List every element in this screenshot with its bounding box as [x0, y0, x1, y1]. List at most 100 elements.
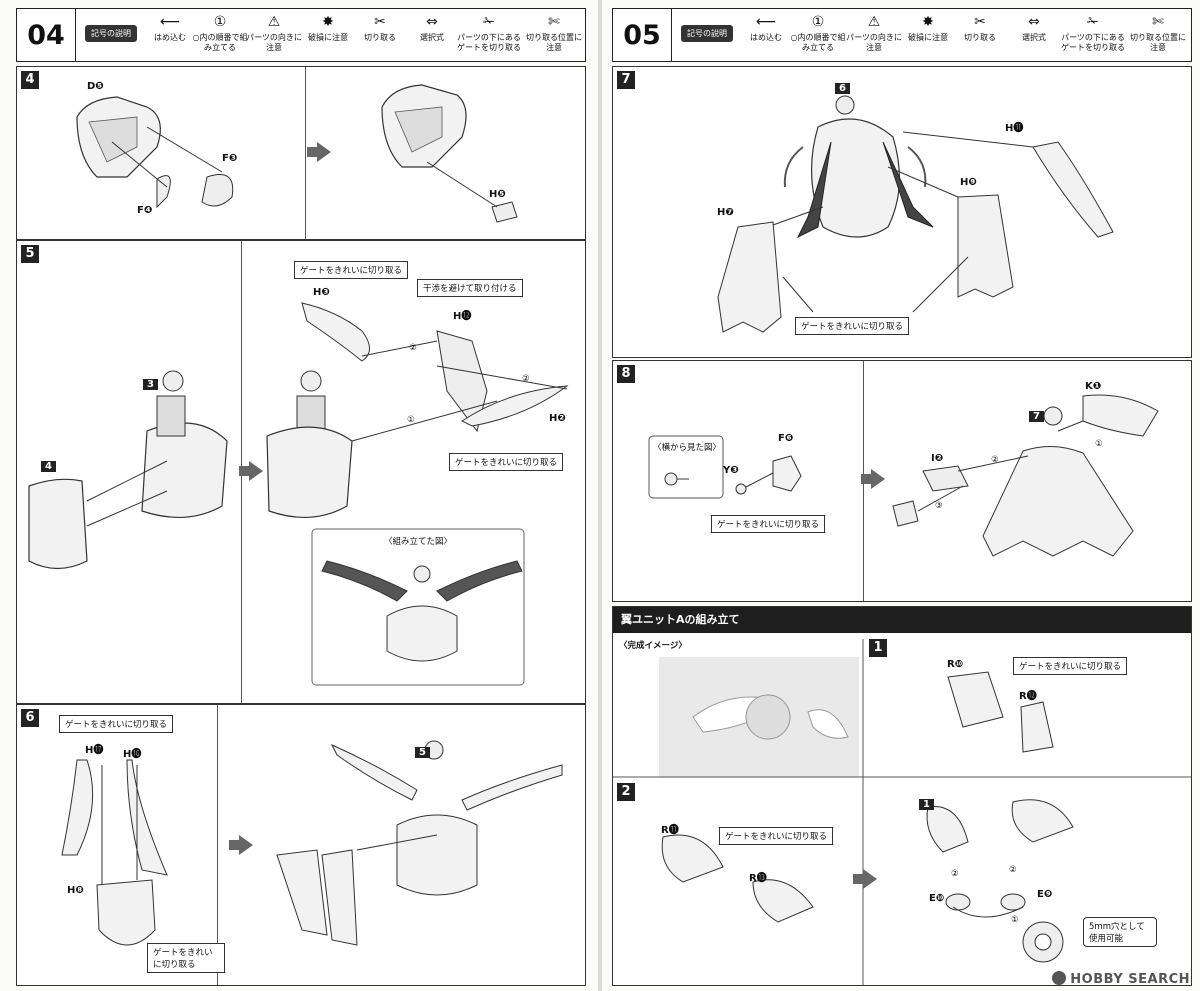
step-6-drawing: [61, 740, 563, 946]
part-label-e9: E❾: [1037, 889, 1053, 900]
gate-callout: ゲートをきれいに切り取る: [449, 453, 564, 471]
panel-divider: [305, 67, 306, 239]
next-arrow: [229, 835, 253, 855]
circled-one-icon: ①: [213, 14, 227, 30]
gate-callout: ゲートをきれいに切り取る: [719, 827, 834, 845]
legend-item: ⟵はめ込む: [154, 14, 186, 42]
page-number: 04: [17, 9, 76, 61]
order-2a: ②: [951, 869, 959, 879]
step-number: 4: [21, 71, 39, 89]
legend-item: ✸破損に注意: [308, 14, 348, 42]
next-arrow: [239, 461, 263, 481]
part-label-r12: R⓬: [1019, 691, 1037, 702]
part-label-d5: D❺: [87, 81, 104, 92]
legend-item: ✁パーツの下にあるゲートを切り取る: [1061, 14, 1125, 52]
part-label-r13: R⓭: [749, 873, 767, 884]
order-1: ①: [1095, 439, 1103, 449]
gate-callout: ゲートをきれいに切り取る: [795, 317, 910, 335]
gate-cut-icon: ✁: [1087, 14, 1099, 30]
watermark: HOBBY SEARCH: [1052, 971, 1190, 987]
interference-callout: 干渉を避けて取り付ける: [417, 279, 523, 297]
double-arrow-icon: ⇔: [1028, 14, 1040, 30]
legend-item: ✁パーツの下にあるゲートを切り取る: [457, 14, 521, 52]
legend-item: ①○内の順番で組み立てる: [192, 14, 248, 52]
order-2b: ②: [522, 374, 530, 384]
wing-unit-section: 翼ユニットAの組み立て 〈完成イメージ〉 1 R❿ ゲートをきれいに切り取る: [612, 606, 1192, 986]
section-title: 翼ユニットAの組み立て: [613, 607, 1191, 633]
step-7-drawing: [717, 95, 1114, 333]
step-8-drawing: [648, 394, 1159, 557]
part-label-y3: Y❸: [723, 465, 739, 476]
gate-cut-icon: ✁: [483, 14, 495, 30]
cut-position-icon: ✄: [548, 14, 560, 30]
legend-item: ⇔選択式: [403, 13, 461, 43]
assembled-view-title: 〈組み立てた図〉: [384, 537, 453, 547]
part-label-f6: F❻: [778, 433, 794, 444]
part-label-h2: H❷: [549, 413, 566, 424]
step-number: 6: [21, 709, 39, 727]
cut-position-icon: ✄: [1152, 14, 1164, 30]
completed-image-title: 〈完成イメージ〉: [619, 641, 687, 651]
side-view-title: 〈横から見た図〉: [653, 443, 722, 453]
left-page: 04 記号の説明 ⟵はめ込む ①○内の順番で組み立てる ⚠パーツの向きに注意 ✸…: [0, 0, 598, 991]
step-5-panel: 5 3 4 ゲートをきれいに切り取る H❸ 干渉を: [16, 240, 586, 704]
step-2-number: 2: [617, 783, 635, 801]
part-label-h12: H⓬: [453, 311, 472, 322]
next-arrow: [853, 869, 877, 889]
arrow-left-icon: ⟵: [159, 14, 181, 30]
legend-item: ⚠パーツの向きに注意: [846, 14, 902, 52]
circled-one-icon: ①: [811, 14, 825, 30]
right-page: 05 記号の説明 ⟵はめ込む ①○内の順番で組み立てる ⚠パーツの向きに注意 ✸…: [602, 0, 1200, 991]
legend-item: ✂切り取る: [964, 14, 996, 42]
legend-item: ⟵はめ込む: [750, 14, 782, 42]
hole-note-callout: 5mm穴として使用可能: [1083, 917, 1157, 947]
gate-callout: ゲートをきれいに切り取る: [1013, 657, 1128, 675]
order-1: ①: [407, 415, 415, 425]
legend-item: ✸破損に注意: [908, 14, 948, 42]
step-number: 5: [21, 245, 39, 263]
subassembly-ref-3: 3: [143, 379, 158, 390]
exclamation-icon: ⚠: [867, 14, 881, 30]
legend-title: 記号の説明: [681, 25, 733, 42]
part-label-h7: H❼: [717, 207, 734, 218]
subassembly-ref-5: 5: [415, 747, 430, 758]
part-label-e10: E❿: [929, 893, 945, 904]
gate-callout: ゲートをきれいに切り取る: [294, 261, 409, 279]
legend-item: ✂切り取る: [364, 14, 396, 42]
left-header: 04 記号の説明 ⟵はめ込む ①○内の順番で組み立てる ⚠パーツの向きに注意 ✸…: [16, 8, 586, 62]
order-3: ③: [935, 501, 943, 511]
legend-item: ⇔選択式: [1005, 13, 1063, 43]
part-label-h16: H⓰: [123, 749, 142, 760]
legend-item: ✄切り取る位置に注意: [526, 14, 582, 52]
part-label-h5: H❺: [489, 189, 506, 200]
subassembly-ref-6: 6: [835, 83, 850, 94]
gate-callout: ゲートをきれいに切り取る: [147, 943, 225, 973]
subassembly-ref-7: 7: [1029, 411, 1044, 422]
part-label-f3: F❸: [222, 153, 238, 164]
legend-title: 記号の説明: [85, 25, 137, 42]
part-label-h11: H⓫: [1005, 123, 1024, 134]
order-2a: ②: [409, 343, 417, 353]
part-label-h3: H❸: [313, 287, 330, 298]
panel-divider: [217, 705, 218, 985]
subassembly-ref-4: 4: [41, 461, 56, 472]
order-1: ①: [1011, 915, 1019, 925]
part-label-r11: R⓫: [661, 825, 679, 836]
gate-callout: ゲートをきれいに切り取る: [59, 715, 174, 733]
step-4-panel: 4 D❺ F❸ F❹ H❺: [16, 66, 586, 240]
hobby-search-logo-icon: [1052, 971, 1067, 985]
step-6-panel: 6 ゲートをきれいに切り取る H⓱ H⓰ H❽ 5 ゲートをきれいに切り取る: [16, 704, 586, 986]
subassembly-ref-1: 1: [919, 799, 934, 810]
legend-item: ✄切り取る位置に注意: [1130, 14, 1186, 52]
part-label-i2: I❷: [931, 453, 944, 464]
part-label-f4: F❹: [137, 205, 153, 216]
step-7-panel: 7 6 H⓫ H❾ H❼ ゲートをきれいに切り取る: [612, 66, 1192, 358]
cut-icon: ✂: [974, 14, 986, 30]
legend-item: ⚠パーツの向きに注意: [246, 14, 302, 52]
next-arrow: [307, 142, 331, 162]
arrow-left-icon: ⟵: [755, 14, 777, 30]
part-label-k1: K❶: [1085, 381, 1102, 392]
step-5-drawing: [28, 302, 569, 686]
order-2: ②: [991, 455, 999, 465]
step-4-drawing: [76, 84, 518, 223]
